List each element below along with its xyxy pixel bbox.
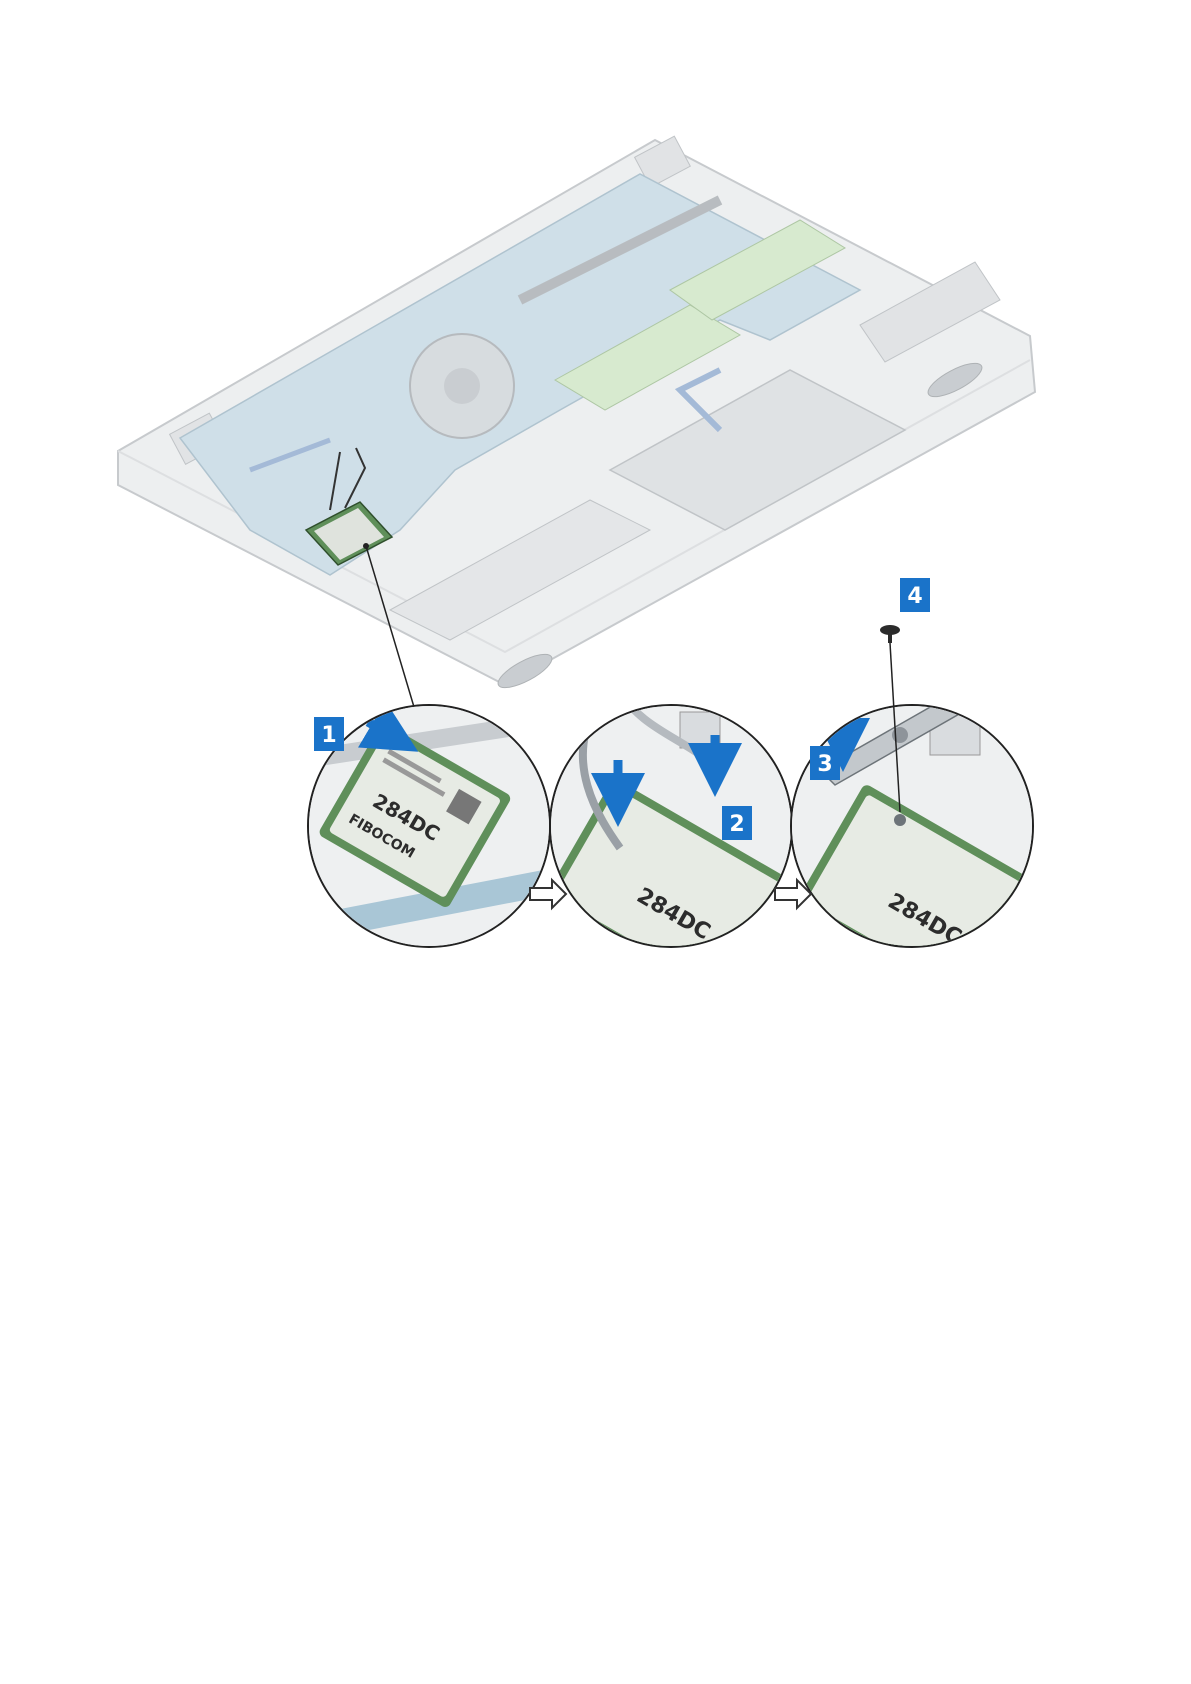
step-number-4: 4 xyxy=(907,584,922,609)
step-badge-3: 3 xyxy=(810,746,840,780)
step-badge-2: 2 xyxy=(722,806,752,840)
step-number-2: 2 xyxy=(729,812,744,837)
detail-step-1: 284DC FIBOCOM 1 xyxy=(300,700,560,960)
step-number-3: 3 xyxy=(817,752,832,777)
step-number-1: 1 xyxy=(321,723,336,748)
detail-step-3: 284DC 3 4 xyxy=(780,578,1073,1024)
detail-step-2: 284DC 2 xyxy=(540,690,810,1009)
step-badge-1: 1 xyxy=(314,717,344,751)
screw-icon xyxy=(880,625,900,643)
cooling-fan xyxy=(410,334,514,438)
step-badge-4: 4 xyxy=(900,578,930,612)
laptop-chassis xyxy=(118,136,1035,694)
